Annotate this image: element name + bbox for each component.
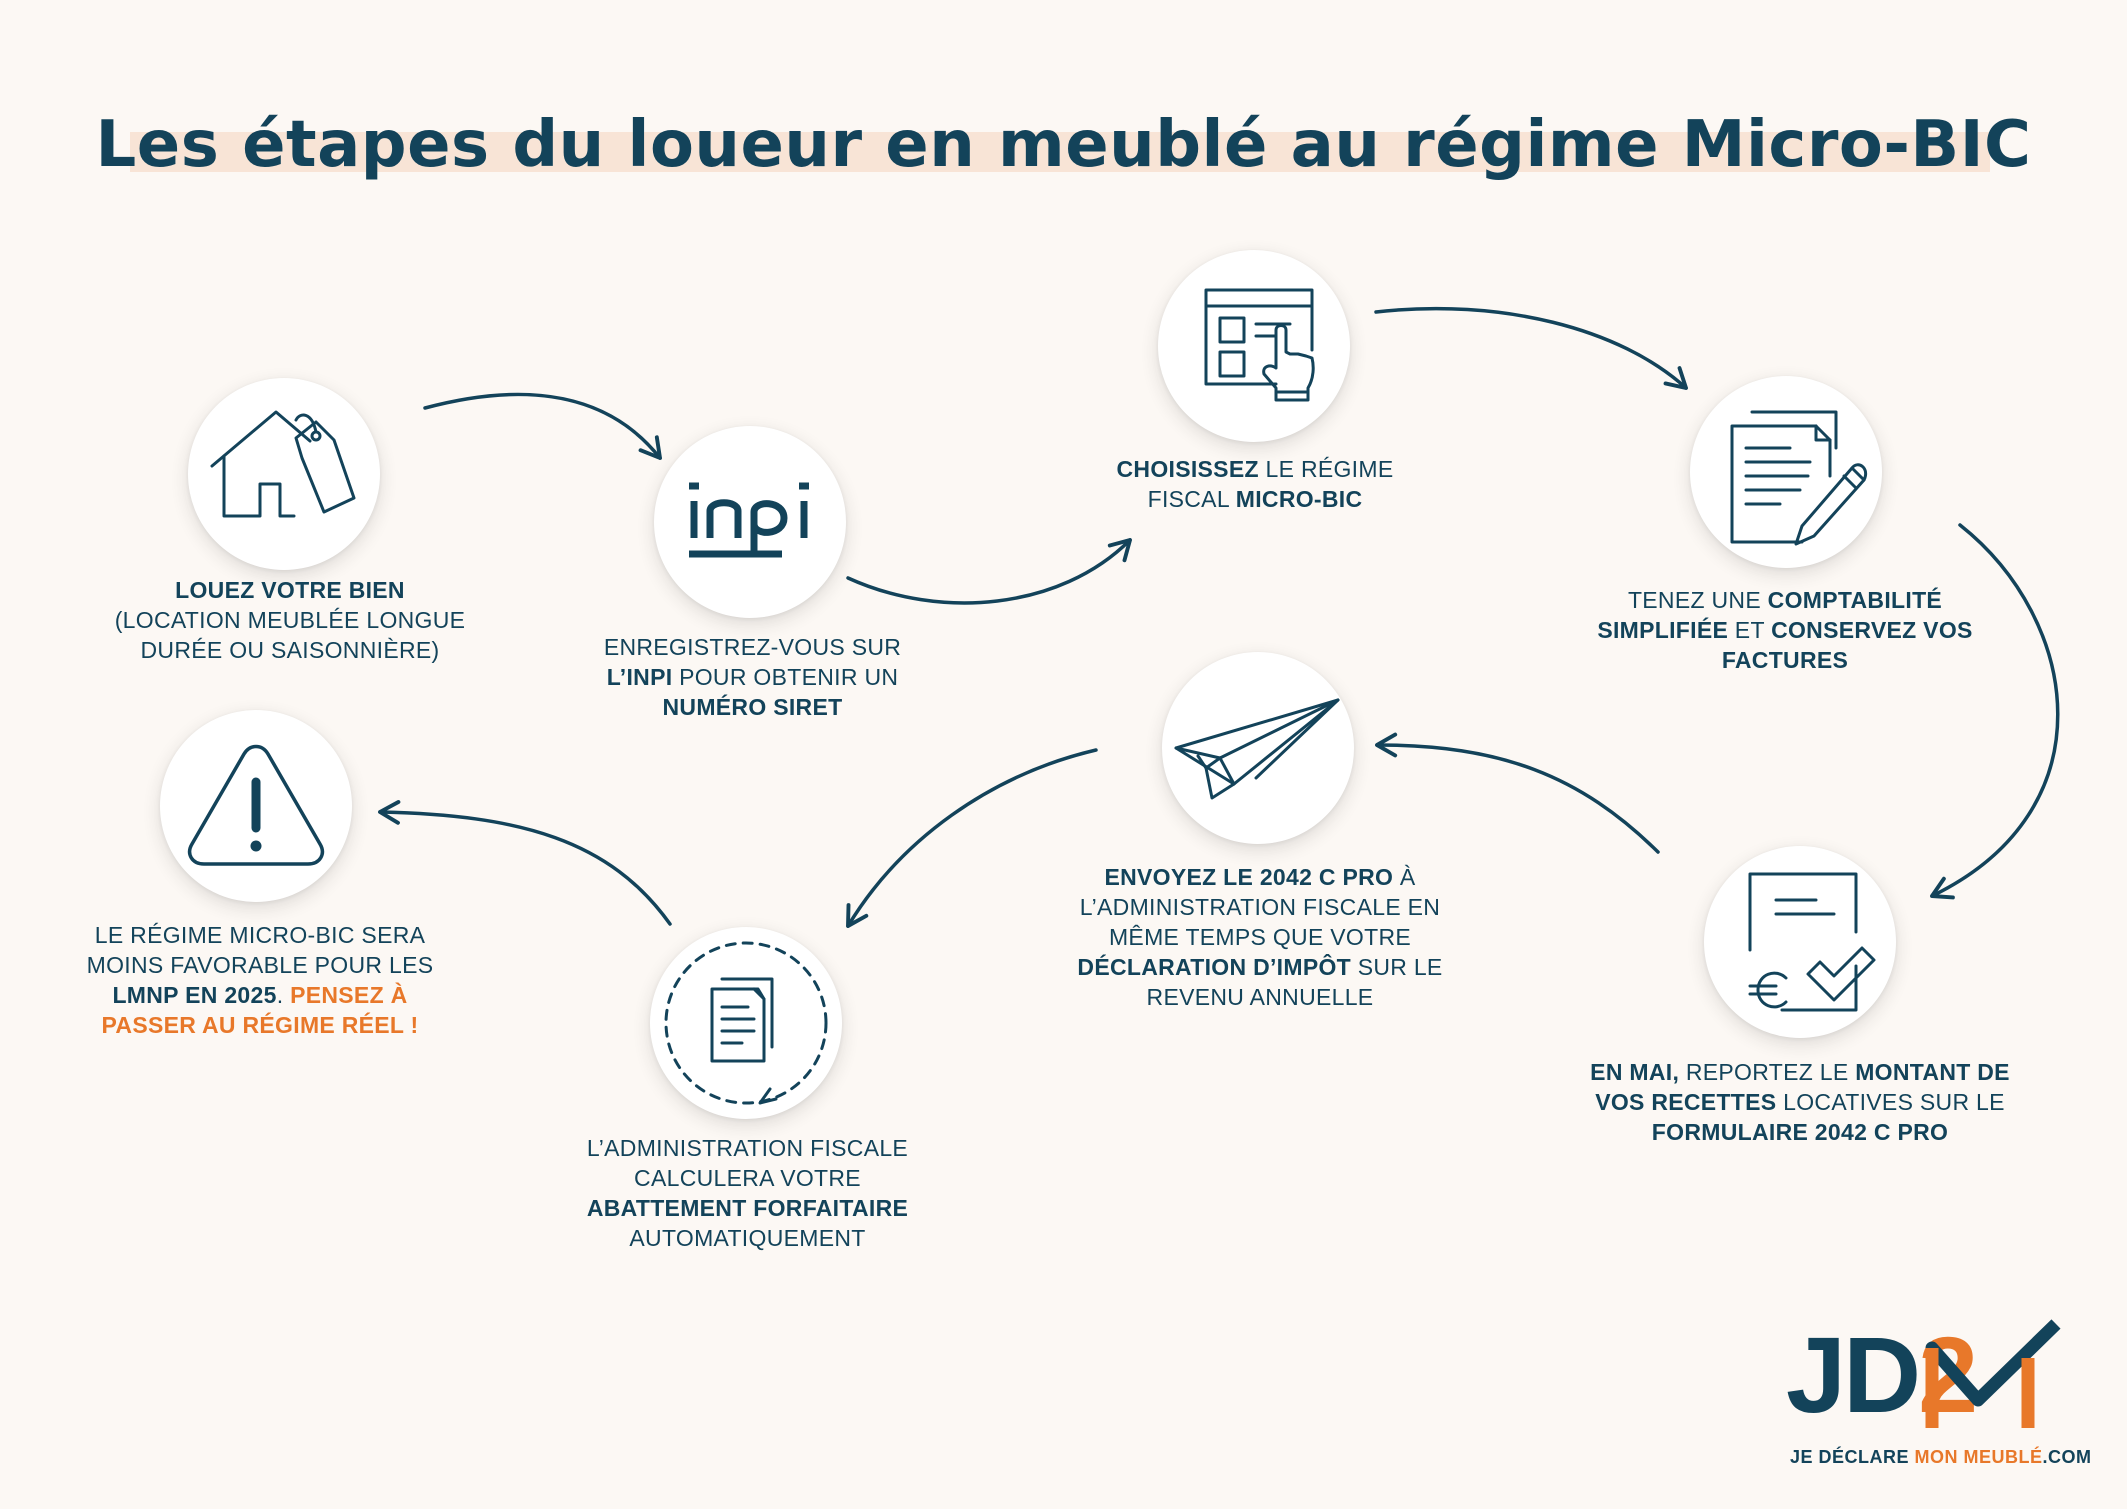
step5-icon-circle [1704, 846, 1896, 1038]
step3-text: Choisissez le régime fiscal Micro-BIC [1085, 454, 1425, 514]
document-pen-icon [1730, 410, 1867, 546]
step6-text-part: à l’administration fiscale en même temps… [1079, 864, 1441, 950]
logo-m-check-icon [1925, 1319, 2061, 1428]
form-click-icon [1204, 288, 1315, 402]
house-tag-icon [210, 410, 356, 518]
step5-text: En mai, reportez le montant de vos recet… [1590, 1057, 2010, 1147]
step8-text-part: LMNP en 2025 [112, 982, 277, 1008]
jd2m-logo: JD2 [1786, 1320, 1978, 1430]
step7-text-part: abattement forfaitaire [586, 1195, 909, 1221]
step8-text-part: . [276, 982, 284, 1008]
step4-text-part: et [1728, 617, 1772, 643]
step7-text: L’administration fiscale calculera votre… [570, 1133, 925, 1253]
step1-text: Louez votre bien (location meublée longue… [80, 575, 500, 665]
step3-text-part: Choisissez [1116, 456, 1259, 482]
step2-icon-circle [654, 426, 846, 618]
inpi-logo [689, 482, 809, 558]
document-cycle-icon [664, 941, 828, 1105]
step1-text-part: Louez votre bien [175, 577, 405, 603]
step4-text-part: conservez vos factures [1721, 617, 1973, 673]
step7-text-part: automatiquement [629, 1225, 866, 1251]
step6-text-part: Envoyez le 2042 C PRO [1104, 864, 1394, 890]
step5-text-part: reportez le [1679, 1059, 1856, 1085]
step4-text-part: Tenez une [1627, 587, 1768, 613]
logo-tagline: JE DÉCLARE MON MEUBLÉ.COM [1790, 1447, 2092, 1467]
step8-icon-circle [160, 710, 352, 902]
paper-plane-icon [1174, 698, 1340, 800]
step1-text-part: (location meublée longue durée ou saison… [114, 607, 466, 663]
form-check-euro-icon [1748, 872, 1876, 1012]
step8-text-part: Pensez à passer au régime réel ! [101, 982, 419, 1038]
logo-jd: JD [1786, 1314, 1921, 1435]
step6-text-part: sur le revenu annuelle [1146, 954, 1443, 1010]
step1-icon-circle [188, 378, 380, 570]
arrow-step5-to-step6 [1375, 732, 1660, 854]
step5-text-part: montant de vos recettes [1595, 1059, 2010, 1115]
step6-text: Envoyez le 2042 C PRO à l’administration… [1050, 862, 1470, 1012]
step6-text-part: déclaration d’impôt [1077, 954, 1351, 980]
step2-text-part: l’INPI [606, 664, 673, 690]
arrow-step1-to-step2 [423, 392, 662, 460]
step7-text-part: L’administration fiscale calculera votre [586, 1135, 909, 1191]
arrow-step7-to-step8 [378, 800, 672, 926]
step4-text: Tenez une comptabilité simplifiée et con… [1575, 585, 1995, 675]
arrow-step4-to-step5 [1930, 523, 2060, 900]
step2-text-part: pour obtenir un [672, 664, 899, 690]
warning-icon [187, 744, 325, 866]
step8-text-part: Le régime Micro-BIC sera moins favorable… [86, 922, 434, 978]
step5-text-part: En mai, [1590, 1059, 1680, 1085]
step7-icon-circle [650, 927, 842, 1119]
step4-icon-circle [1690, 376, 1882, 568]
page-title: Les étapes du loueur en meublé au régime… [95, 108, 2032, 182]
step3-text-part: le régime fiscal [1147, 456, 1394, 512]
step3-icon-circle [1158, 250, 1350, 442]
step8-text: Le régime Micro-BIC sera moins favorable… [70, 920, 450, 1040]
arrow-step3-to-step4 [1374, 306, 1688, 390]
step4-text-part: comptabilité simplifiée [1597, 587, 1943, 643]
step5-text-part: locatives sur le [1776, 1089, 2005, 1115]
arrow-step2-to-step3 [846, 538, 1132, 605]
step2-text: Enregistrez-vous sur l’INPI pour obtenir… [570, 632, 935, 722]
step2-text-part: Enregistrez-vous sur [603, 634, 902, 660]
step6-icon-circle [1162, 652, 1354, 844]
step5-text-part: formulaire 2042 C PRO [1651, 1119, 1949, 1145]
step2-text-part: numéro SIRET [662, 694, 843, 720]
arrow-step6-to-step7 [846, 748, 1098, 928]
title-highlight-band [130, 132, 1990, 172]
step3-text-part: Micro-BIC [1235, 486, 1363, 512]
